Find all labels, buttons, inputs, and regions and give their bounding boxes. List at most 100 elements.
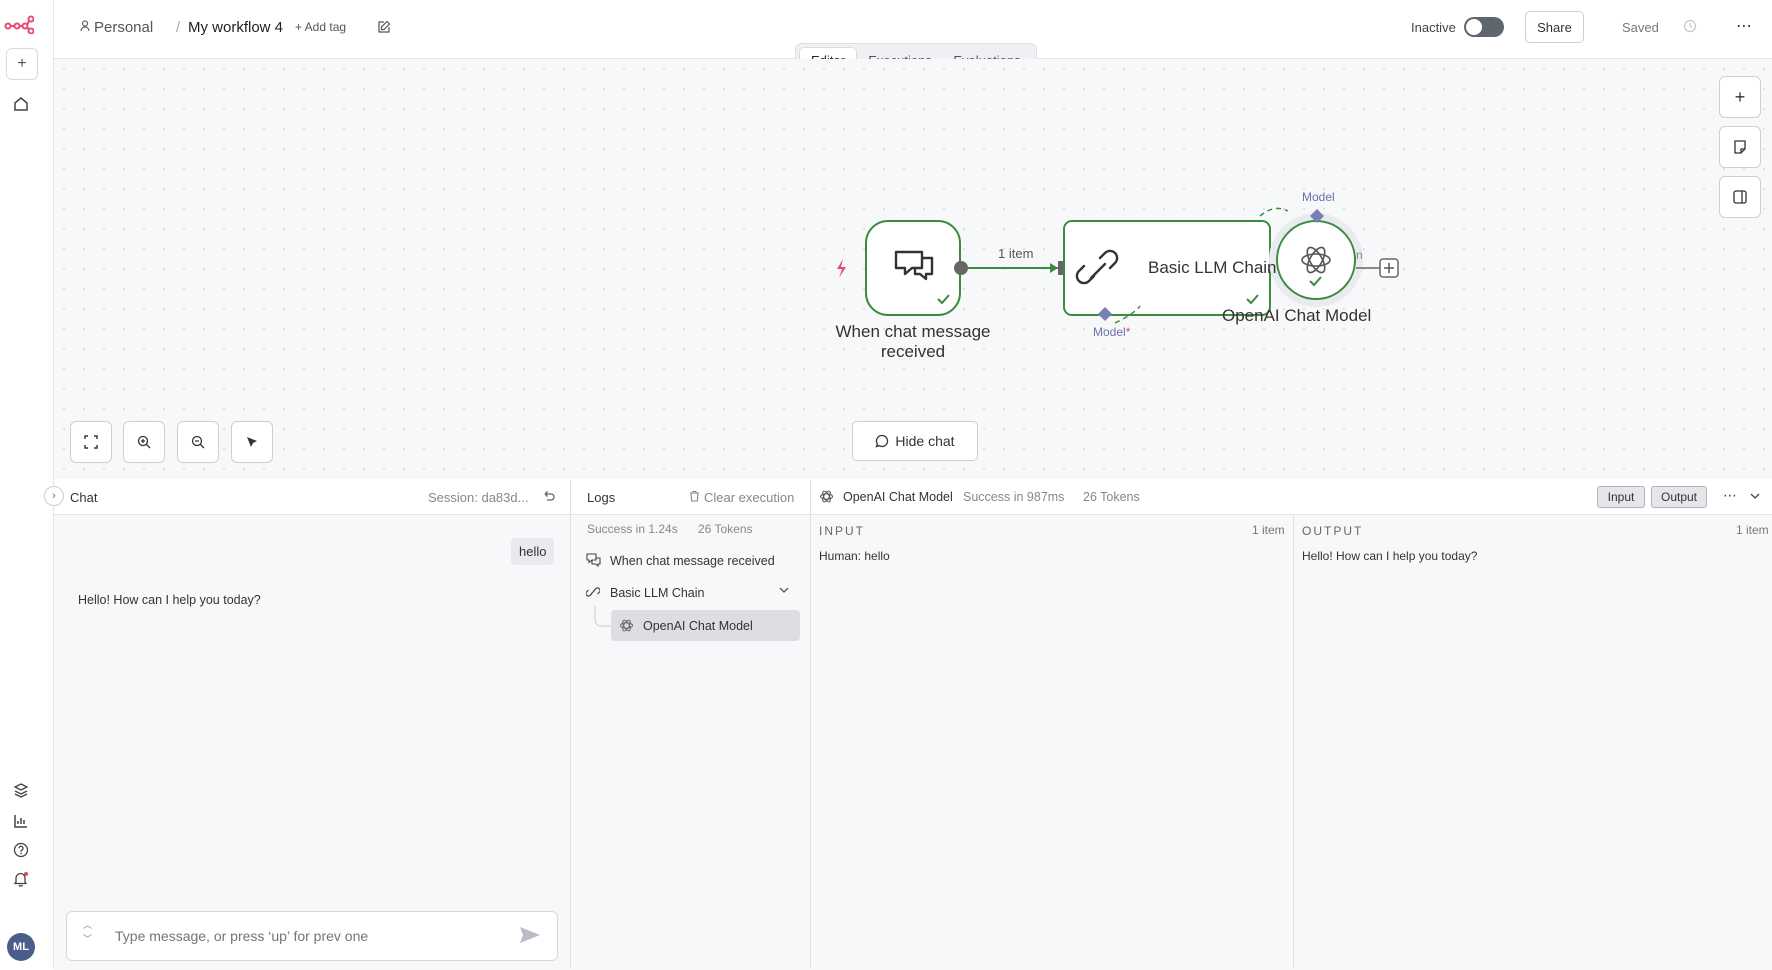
user-message: hello: [511, 538, 555, 565]
trigger-output-port: [954, 261, 968, 275]
zoom-out-button[interactable]: [177, 421, 219, 463]
input-title: INPUT: [819, 524, 865, 538]
send-icon[interactable]: [519, 926, 541, 949]
bot-message: Hello! How can I help you today?: [78, 593, 261, 607]
input-toggle-button[interactable]: Input: [1597, 486, 1645, 508]
history-icon[interactable]: [1683, 19, 1697, 38]
add-tag-link[interactable]: + Add tag: [295, 20, 347, 34]
log-entry-trigger[interactable]: When chat message received: [586, 552, 806, 572]
chat-message-input[interactable]: [113, 924, 497, 948]
session-id[interactable]: Session: da83d...: [428, 490, 529, 505]
hide-chat-button[interactable]: Hide chat: [852, 421, 978, 461]
workflow-graph: [837, 207, 1399, 324]
more-options-icon[interactable]: ⋯: [1736, 18, 1752, 35]
hide-chat-label: Hide chat: [895, 433, 955, 449]
model-success-check: [1309, 276, 1322, 287]
model-node-label: OpenAI Chat Model: [1222, 306, 1372, 325]
add-icon[interactable]: +: [6, 48, 38, 80]
clear-execution-button[interactable]: Clear execution: [704, 490, 795, 505]
active-toggle[interactable]: [1464, 17, 1504, 37]
chevron-down-icon[interactable]: [778, 584, 790, 599]
chain-node-label: Basic LLM Chain: [1148, 258, 1277, 277]
logs-title: Logs: [587, 490, 616, 505]
edge-item-count: 1 item: [998, 246, 1034, 261]
chat-input-box[interactable]: ︿﹀: [66, 911, 558, 961]
output-item-count: 1 item: [1736, 523, 1769, 537]
notifications-icon[interactable]: [11, 869, 31, 889]
workflow-name[interactable]: My workflow 4: [188, 19, 284, 36]
history-arrows-icon[interactable]: ︿﹀: [83, 920, 93, 944]
sticky-note-button[interactable]: [1719, 126, 1761, 168]
partial-output-label: n: [1356, 248, 1363, 262]
model-port-label-top: Model: [1302, 190, 1335, 204]
input-item-count: 1 item: [1252, 523, 1285, 537]
output-text: Hello! How can I help you today?: [1302, 549, 1478, 563]
zoom-to-fit-button[interactable]: [70, 421, 112, 463]
model-connection-bottom: [1114, 305, 1141, 324]
model-port-label-bottom: Model*: [1093, 325, 1131, 339]
trigger-bolt-icon: [837, 259, 846, 278]
trigger-success-check: [937, 294, 950, 305]
chat-bubbles-icon: [586, 553, 601, 570]
input-output-divider: [1293, 514, 1294, 969]
openai-logo-icon: [819, 489, 834, 507]
log-entry-label: OpenAI Chat Model: [643, 619, 753, 633]
toggle-panel-button[interactable]: [1719, 176, 1761, 218]
log-entry-label: Basic LLM Chain: [610, 586, 705, 600]
home-icon[interactable]: [11, 94, 31, 114]
openai-logo-icon: [1301, 246, 1331, 274]
log-entry-chain[interactable]: Basic LLM Chain: [585, 584, 792, 604]
tree-connector: [594, 606, 611, 627]
plus-icon: [1384, 263, 1394, 273]
output-title: OUTPUT: [1302, 524, 1364, 538]
saved-status: Saved: [1622, 20, 1659, 35]
reset-session-icon[interactable]: [542, 489, 556, 506]
openai-logo-icon: [619, 618, 634, 636]
chat-title: Chat: [70, 490, 98, 505]
insights-icon[interactable]: [11, 811, 31, 831]
input-text: Human: hello: [819, 549, 890, 563]
zoom-in-button[interactable]: [123, 421, 165, 463]
avatar[interactable]: ML: [7, 933, 35, 961]
n8n-logo-icon[interactable]: [4, 14, 35, 39]
chat-panel-header: Chat Session: da83d...: [54, 480, 570, 515]
detail-tokens: 26 Tokens: [1083, 490, 1140, 504]
left-sidebar: + ML: [0, 0, 54, 969]
chat-panel: [54, 480, 570, 970]
workflow-canvas[interactable]: When chat message received Basic LLM Cha…: [54, 59, 1772, 479]
chat-bubble-icon: [875, 434, 889, 448]
model-port-top: [1310, 209, 1324, 223]
logs-summary-status: Success in 1.24s: [587, 522, 678, 536]
trash-icon[interactable]: [689, 490, 700, 505]
tidy-up-button[interactable]: [231, 421, 273, 463]
log-entry-label: When chat message received: [610, 554, 775, 568]
model-node: [1276, 220, 1356, 300]
active-status-label: Inactive: [1411, 20, 1456, 35]
edit-description-icon[interactable]: [377, 20, 391, 39]
chat-bubbles-icon: [894, 250, 934, 281]
detail-header: OpenAI Chat Model Success in 987ms 26 To…: [811, 480, 1772, 515]
add-node-button[interactable]: +: [1719, 76, 1761, 118]
edge-arrow: [1050, 263, 1058, 273]
model-connection-top: [1259, 207, 1289, 217]
chain-input-port: [1058, 261, 1064, 275]
output-toggle-button[interactable]: Output: [1651, 486, 1707, 508]
detail-divider: [810, 480, 811, 969]
breadcrumb-personal[interactable]: Personal: [94, 19, 154, 36]
detail-more-icon[interactable]: ⋯: [1723, 487, 1737, 503]
log-entry-model[interactable]: OpenAI Chat Model: [611, 610, 800, 641]
collapse-chat-chevron-icon[interactable]: ›: [44, 486, 64, 506]
model-port-bottom: [1098, 307, 1112, 321]
templates-icon[interactable]: [11, 781, 31, 801]
share-button[interactable]: Share: [1525, 11, 1584, 43]
detail-status: Success in 987ms: [963, 490, 1065, 504]
logs-panel: [570, 480, 810, 970]
collapse-panel-chevron-icon[interactable]: [1749, 490, 1761, 505]
link-icon: [1075, 249, 1119, 285]
trigger-node-label: When chat message received: [835, 322, 991, 361]
breadcrumb-separator: /: [176, 19, 181, 36]
detail-node-name: OpenAI Chat Model: [843, 490, 953, 504]
help-icon[interactable]: [11, 840, 31, 860]
logs-divider: [570, 480, 571, 969]
person-icon: [80, 20, 90, 35]
